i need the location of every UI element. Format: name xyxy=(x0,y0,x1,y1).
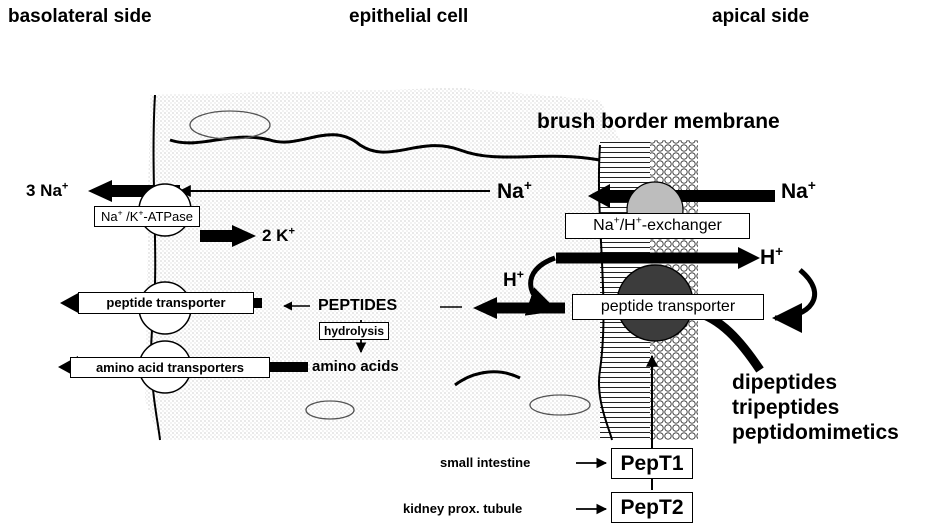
na-intracellular-label: Na+ xyxy=(497,180,532,204)
substrate-tripeptides: tripeptides xyxy=(732,395,899,420)
substrates-list: dipeptides tripeptides peptidomimetics xyxy=(732,370,899,445)
h-intracellular-label: H+ xyxy=(503,270,524,292)
hydrolysis-label: hydrolysis xyxy=(319,322,389,340)
pept1-label: PepT1 xyxy=(611,448,693,479)
small-intestine-label: small intestine xyxy=(440,455,530,470)
brush-border-label: brush border membrane xyxy=(537,110,780,134)
h-apical-label: H+ xyxy=(760,246,783,270)
h-recycling-arrow xyxy=(775,270,815,318)
apical-peptide-transporter-label: peptide transporter xyxy=(572,294,764,320)
kidney-label: kidney prox. tubule xyxy=(403,501,522,516)
amino-acid-transporters-label: amino acid transporters xyxy=(70,357,270,378)
pept2-label: PepT2 xyxy=(611,492,693,523)
cell-illustration xyxy=(145,88,698,440)
substrate-arrow xyxy=(695,312,760,370)
substrate-dipeptides: dipeptides xyxy=(732,370,899,395)
amino-acids-label: amino acids xyxy=(312,358,399,375)
exchanger-label: Na+/H+-exchanger xyxy=(565,213,750,239)
basolateral-peptide-transporter-label: peptide transporter xyxy=(78,292,254,314)
k-label: 2 K+ xyxy=(262,226,295,246)
na-apical-label: Na+ xyxy=(781,180,816,204)
na-k-atpase-label: Na+ /K+-ATPase xyxy=(94,206,200,227)
peptides-label: PEPTIDES xyxy=(318,297,397,315)
substrate-peptidomimetics: peptidomimetics xyxy=(732,420,899,445)
na-basolateral-label: 3 Na+ xyxy=(26,181,68,201)
